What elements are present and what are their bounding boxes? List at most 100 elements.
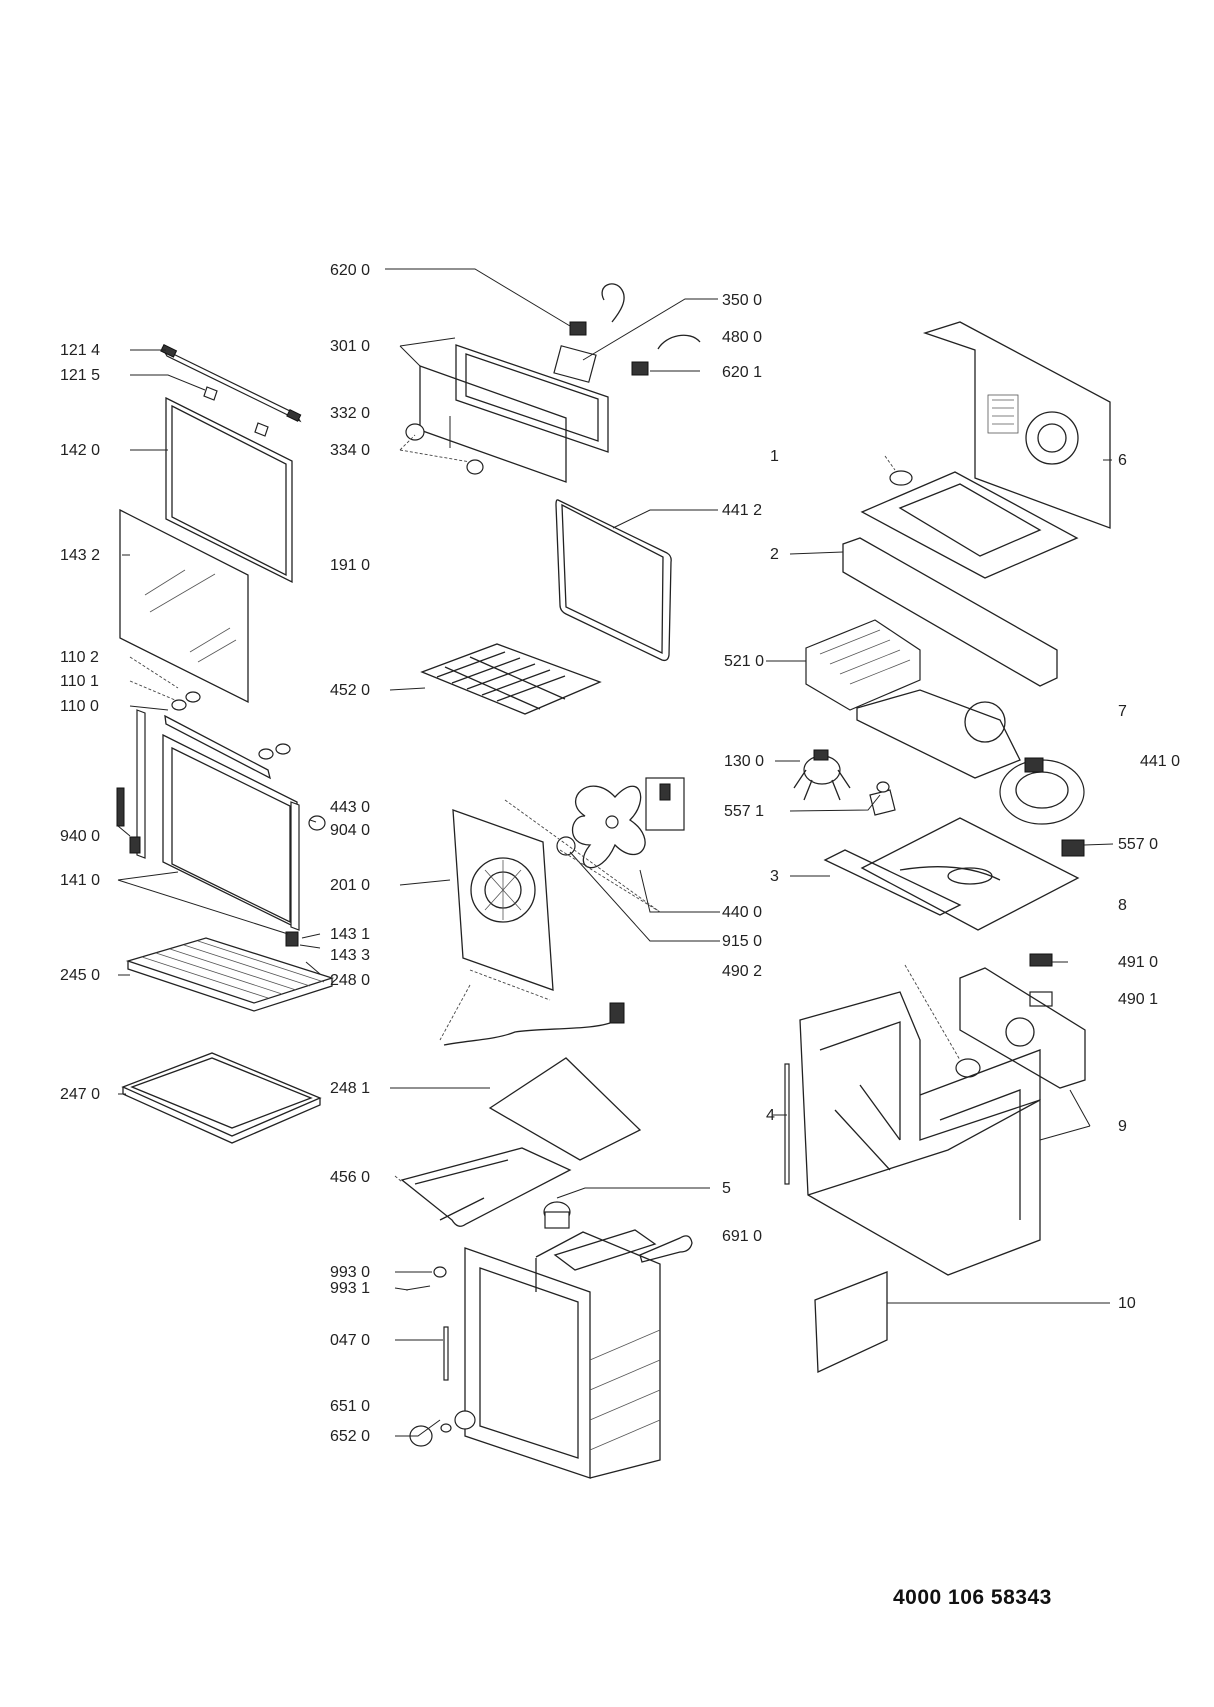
label-130-0: 130 0	[724, 753, 764, 770]
part-993-0-screw	[433, 1266, 447, 1278]
part-143-2-glass-panel	[119, 508, 249, 704]
label-3: 3	[770, 868, 779, 885]
label-191-0: 191 0	[330, 557, 370, 574]
label-993-1: 993 1	[330, 1280, 370, 1297]
part-201-0-fan-cover	[452, 809, 554, 991]
document-number: 4000 106 58343	[893, 1586, 1052, 1609]
label-142-0: 142 0	[60, 442, 100, 459]
part-number-labels: 620 0 350 0 480 0 301 0 620 1 332 0 334 …	[60, 262, 1180, 1445]
right-assembly	[784, 321, 1111, 1373]
label-441-0: 441 0	[1140, 753, 1180, 770]
label-110-0: 110 0	[60, 698, 99, 715]
part-1-grommet	[889, 470, 913, 486]
part-521-0-control-board	[805, 619, 921, 711]
label-652-0: 652 0	[330, 1428, 370, 1445]
label-201-0: 201 0	[330, 877, 370, 894]
label-6: 6	[1118, 452, 1127, 469]
label-940-0: 940 0	[60, 828, 100, 845]
part-440-0-fan-blade	[572, 785, 646, 869]
part-491-0-terminal	[1029, 953, 1053, 967]
label-521-0: 521 0	[724, 653, 764, 670]
part-904-0-bumper	[308, 815, 326, 831]
part-121-4-end-cap	[160, 344, 178, 358]
part-047-0-strip	[443, 1326, 449, 1381]
leader-lines	[117, 268, 1114, 1437]
label-993-0: 993 0	[330, 1264, 370, 1281]
label-110-1: 110 1	[60, 673, 99, 690]
label-8: 8	[1118, 897, 1127, 914]
part-back-terminal-panel	[959, 967, 1086, 1089]
part-350-0-cable	[601, 283, 625, 323]
label-143-2: 143 2	[60, 547, 100, 564]
part-110-1-washer	[171, 699, 187, 711]
part-245-0-wire-shelf	[125, 937, 335, 1012]
label-557-0: 557 0	[1118, 836, 1158, 853]
part-456-0-lower-element	[400, 1147, 572, 1227]
label-5: 5	[722, 1180, 731, 1197]
part-130-0-motor	[793, 749, 851, 801]
label-143-1: 143 1	[330, 926, 370, 943]
label-915-0: 915 0	[722, 933, 762, 950]
part-490-1-bracket	[1029, 991, 1053, 1007]
label-301-0: 301 0	[330, 338, 370, 355]
part-691-0-probe	[639, 1235, 693, 1263]
part-110-2-washer	[185, 691, 201, 703]
label-141-0: 141 0	[60, 872, 100, 889]
label-490-2: 490 2	[722, 963, 762, 980]
label-121-5: 121 5	[60, 367, 100, 384]
part-452-0-grill-element	[420, 643, 602, 715]
part-248-1-heat-shield	[488, 1057, 642, 1161]
label-620-0: 620 0	[330, 262, 370, 279]
label-7: 7	[1118, 703, 1127, 720]
part-993-1-screw	[405, 1285, 431, 1291]
part-110-0-door-frame	[162, 733, 298, 930]
part-door-side-profile-left	[136, 709, 146, 859]
label-1: 1	[770, 448, 779, 465]
part-4-side-strip	[784, 1063, 790, 1185]
part-door-side-profile-right	[290, 801, 300, 931]
part-10-bottom-panel	[814, 1271, 888, 1373]
part-142-0-inner-glass	[165, 396, 293, 584]
door-assembly	[116, 344, 335, 1144]
part-2-mounting-rail	[842, 537, 1058, 687]
part-247-0-drip-tray	[121, 1052, 322, 1144]
part-143-3-clip	[285, 931, 299, 947]
label-2: 2	[770, 546, 779, 563]
part-8-bottom-plate	[860, 817, 1080, 931]
part-121-5-clip	[203, 386, 218, 401]
part-9-outer-housing	[799, 991, 1041, 1276]
label-247-0: 247 0	[60, 1086, 100, 1103]
label-248-0: 248 0	[330, 972, 370, 989]
part-940-0-hinge	[116, 787, 125, 827]
label-490-1: 490 1	[1118, 991, 1158, 1008]
center-assembly	[400, 283, 701, 1479]
label-248-1: 248 1	[330, 1080, 370, 1097]
label-121-4: 121 4	[60, 342, 100, 359]
label-443-0: 443 0	[330, 799, 370, 816]
part-3-front-strip	[823, 849, 962, 916]
part-480-0-cable	[657, 334, 701, 350]
part-332-0-knob	[405, 423, 425, 441]
part-wiring-harness	[443, 1022, 611, 1046]
label-332-0: 332 0	[330, 405, 370, 422]
label-245-0: 245 0	[60, 967, 100, 984]
part-441-0-cooling-fan	[999, 757, 1085, 825]
label-350-0: 350 0	[722, 292, 762, 309]
label-334-0: 334 0	[330, 442, 370, 459]
part-620-1-switch	[631, 361, 649, 376]
label-904-0: 904 0	[330, 822, 370, 839]
label-047-0: 047 0	[330, 1332, 370, 1349]
label-440-0: 440 0	[722, 904, 762, 921]
part-7-fan-mount-plate	[856, 689, 1021, 779]
label-143-3: 143 3	[330, 947, 370, 964]
part-top-cover	[860, 471, 1079, 579]
label-557-1: 557 1	[724, 803, 764, 820]
label-491-0: 491 0	[1118, 954, 1158, 971]
label-110-2: 110 2	[60, 649, 99, 666]
part-334-0-knob	[466, 459, 484, 475]
part-651-0-knob	[454, 1410, 476, 1430]
label-651-0: 651 0	[330, 1398, 370, 1415]
part-oven-cavity	[464, 1229, 661, 1479]
part-panel-bracket	[553, 345, 597, 383]
